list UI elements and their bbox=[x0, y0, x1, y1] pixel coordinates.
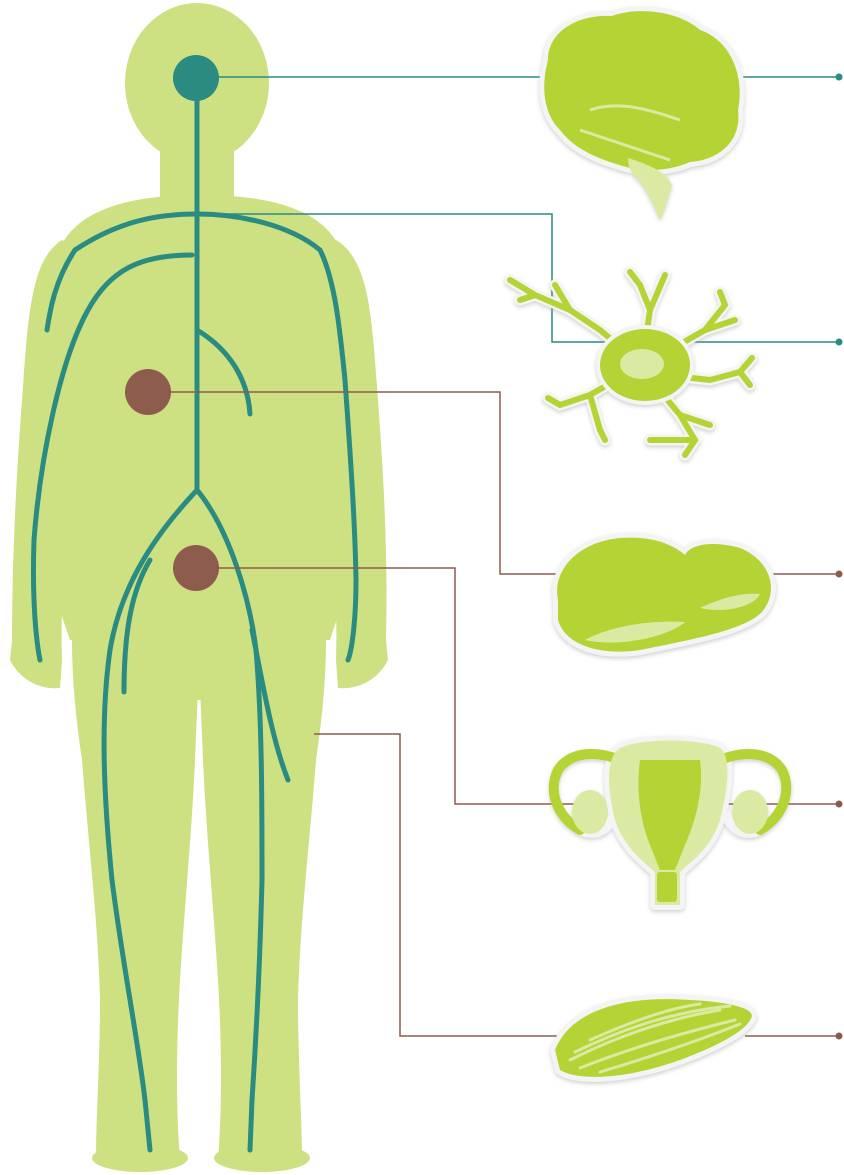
end-dot-muscle bbox=[836, 1033, 843, 1040]
liver-icon bbox=[557, 538, 771, 652]
left-foot bbox=[92, 1144, 188, 1172]
connector-muscle bbox=[314, 734, 560, 1036]
left-leg bbox=[72, 640, 200, 1160]
uterus-icon bbox=[554, 741, 786, 906]
end-dot-uterus bbox=[836, 801, 843, 808]
end-dot-neuron bbox=[836, 339, 843, 346]
muscle-icon bbox=[555, 999, 752, 1077]
neuron-icon bbox=[510, 272, 752, 455]
end-dot-liver bbox=[836, 571, 843, 578]
connector-end-dots bbox=[836, 74, 843, 1040]
brain-node bbox=[173, 55, 219, 101]
right-foot bbox=[214, 1144, 310, 1172]
brain-icon bbox=[544, 11, 739, 220]
liver-node bbox=[125, 369, 171, 415]
pelvic-node bbox=[173, 545, 219, 591]
end-dot-brain bbox=[836, 74, 843, 81]
